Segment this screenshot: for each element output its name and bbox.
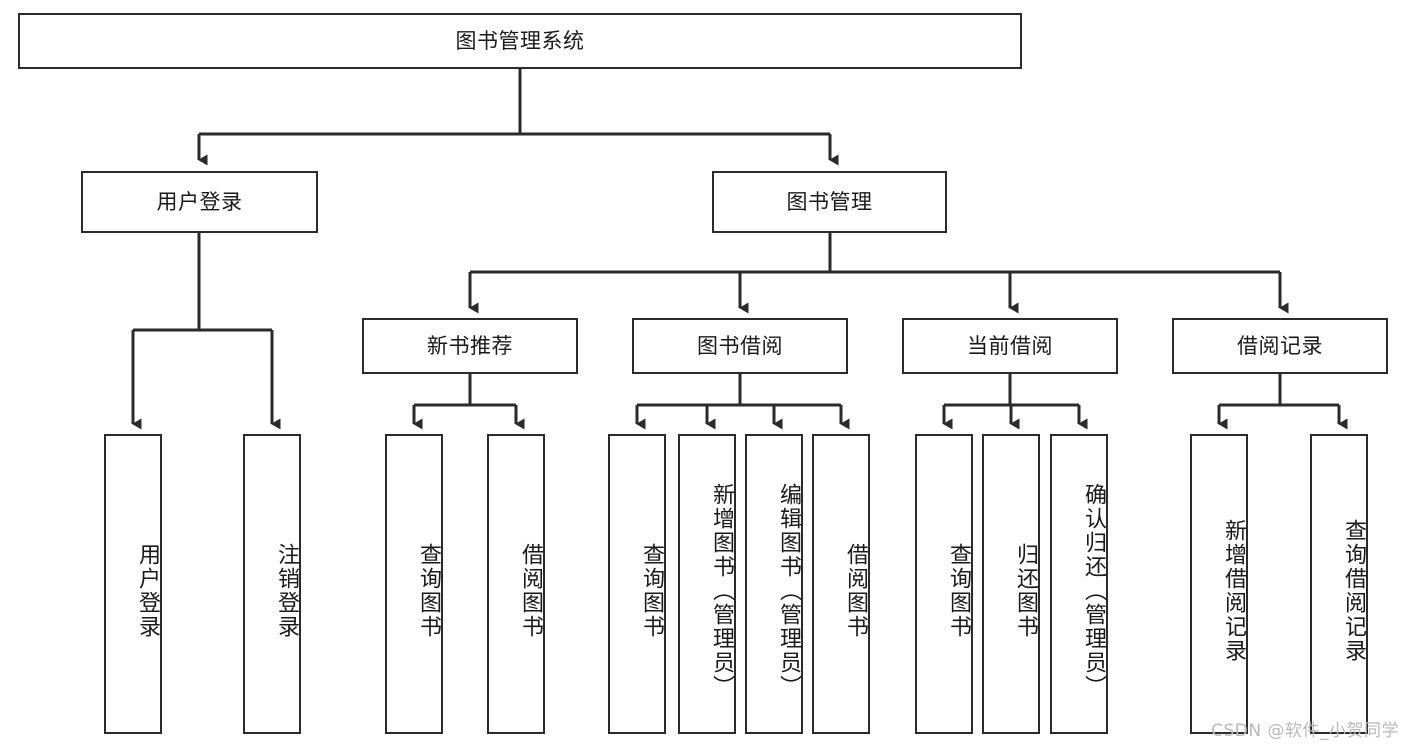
node-leaf-query-book-3[interactable]: 查询图书 [915,434,973,734]
node-leaf-query-book-1[interactable]: 查询图书 [385,434,443,734]
node-leaf-add-book[interactable]: 新增图书（管理员） [678,434,736,734]
node-root[interactable]: 图书管理系统 [18,13,1022,69]
node-book-manage-label: 图书管理 [786,189,873,214]
node-user-login-label: 用户登录 [156,189,243,214]
node-leaf-borrow-book-2[interactable]: 借阅图书 [812,434,870,734]
node-leaf-add-borrow-record-label: 新增借阅记录 [1221,519,1246,663]
node-leaf-query-book-2[interactable]: 查询图书 [608,434,666,734]
node-book-borrow[interactable]: 图书借阅 [632,318,848,374]
node-current-borrow[interactable]: 当前借阅 [902,318,1118,374]
node-leaf-query-book-2-label: 查询图书 [639,543,664,639]
node-leaf-borrow-book-1[interactable]: 借阅图书 [487,434,545,734]
node-book-borrow-label: 图书借阅 [697,333,783,358]
node-borrow-record[interactable]: 借阅记录 [1172,318,1388,374]
node-leaf-borrow-book-1-label: 借阅图书 [518,543,543,639]
node-leaf-return-book-label: 归还图书 [1013,543,1038,639]
node-leaf-query-book-1-label: 查询图书 [416,543,441,639]
watermark-text: CSDN @软件_小贺同学 [1211,721,1399,741]
node-leaf-edit-book[interactable]: 编辑图书（管理员） [745,434,803,734]
node-leaf-return-book[interactable]: 归还图书 [982,434,1040,734]
node-leaf-confirm-return[interactable]: 确认归还（管理员） [1050,434,1108,734]
node-borrow-record-label: 借阅记录 [1237,333,1323,358]
node-leaf-query-book-3-label: 查询图书 [946,543,971,639]
node-leaf-user-logout[interactable]: 注销登录 [243,434,301,734]
node-leaf-add-borrow-record[interactable]: 新增借阅记录 [1190,434,1248,734]
node-leaf-user-login[interactable]: 用户登录 [104,434,162,734]
node-root-label: 图书管理系统 [455,28,585,53]
node-leaf-user-login-label: 用户登录 [135,543,160,639]
node-current-borrow-label: 当前借阅 [967,333,1053,358]
node-book-manage[interactable]: 图书管理 [712,171,947,233]
node-user-login[interactable]: 用户登录 [81,171,318,233]
node-new-book-recommend[interactable]: 新书推荐 [362,318,578,374]
node-leaf-borrow-book-2-label: 借阅图书 [843,543,868,639]
node-leaf-confirm-return-label: 确认归还（管理员） [1081,483,1106,699]
node-new-book-recommend-label: 新书推荐 [427,333,513,358]
node-leaf-edit-book-label: 编辑图书（管理员） [776,483,801,699]
node-leaf-add-book-label: 新增图书（管理员） [709,483,734,699]
node-leaf-user-logout-label: 注销登录 [274,543,299,639]
node-leaf-query-borrow-record-label: 查询借阅记录 [1341,519,1366,663]
node-leaf-query-borrow-record[interactable]: 查询借阅记录 [1310,434,1368,734]
